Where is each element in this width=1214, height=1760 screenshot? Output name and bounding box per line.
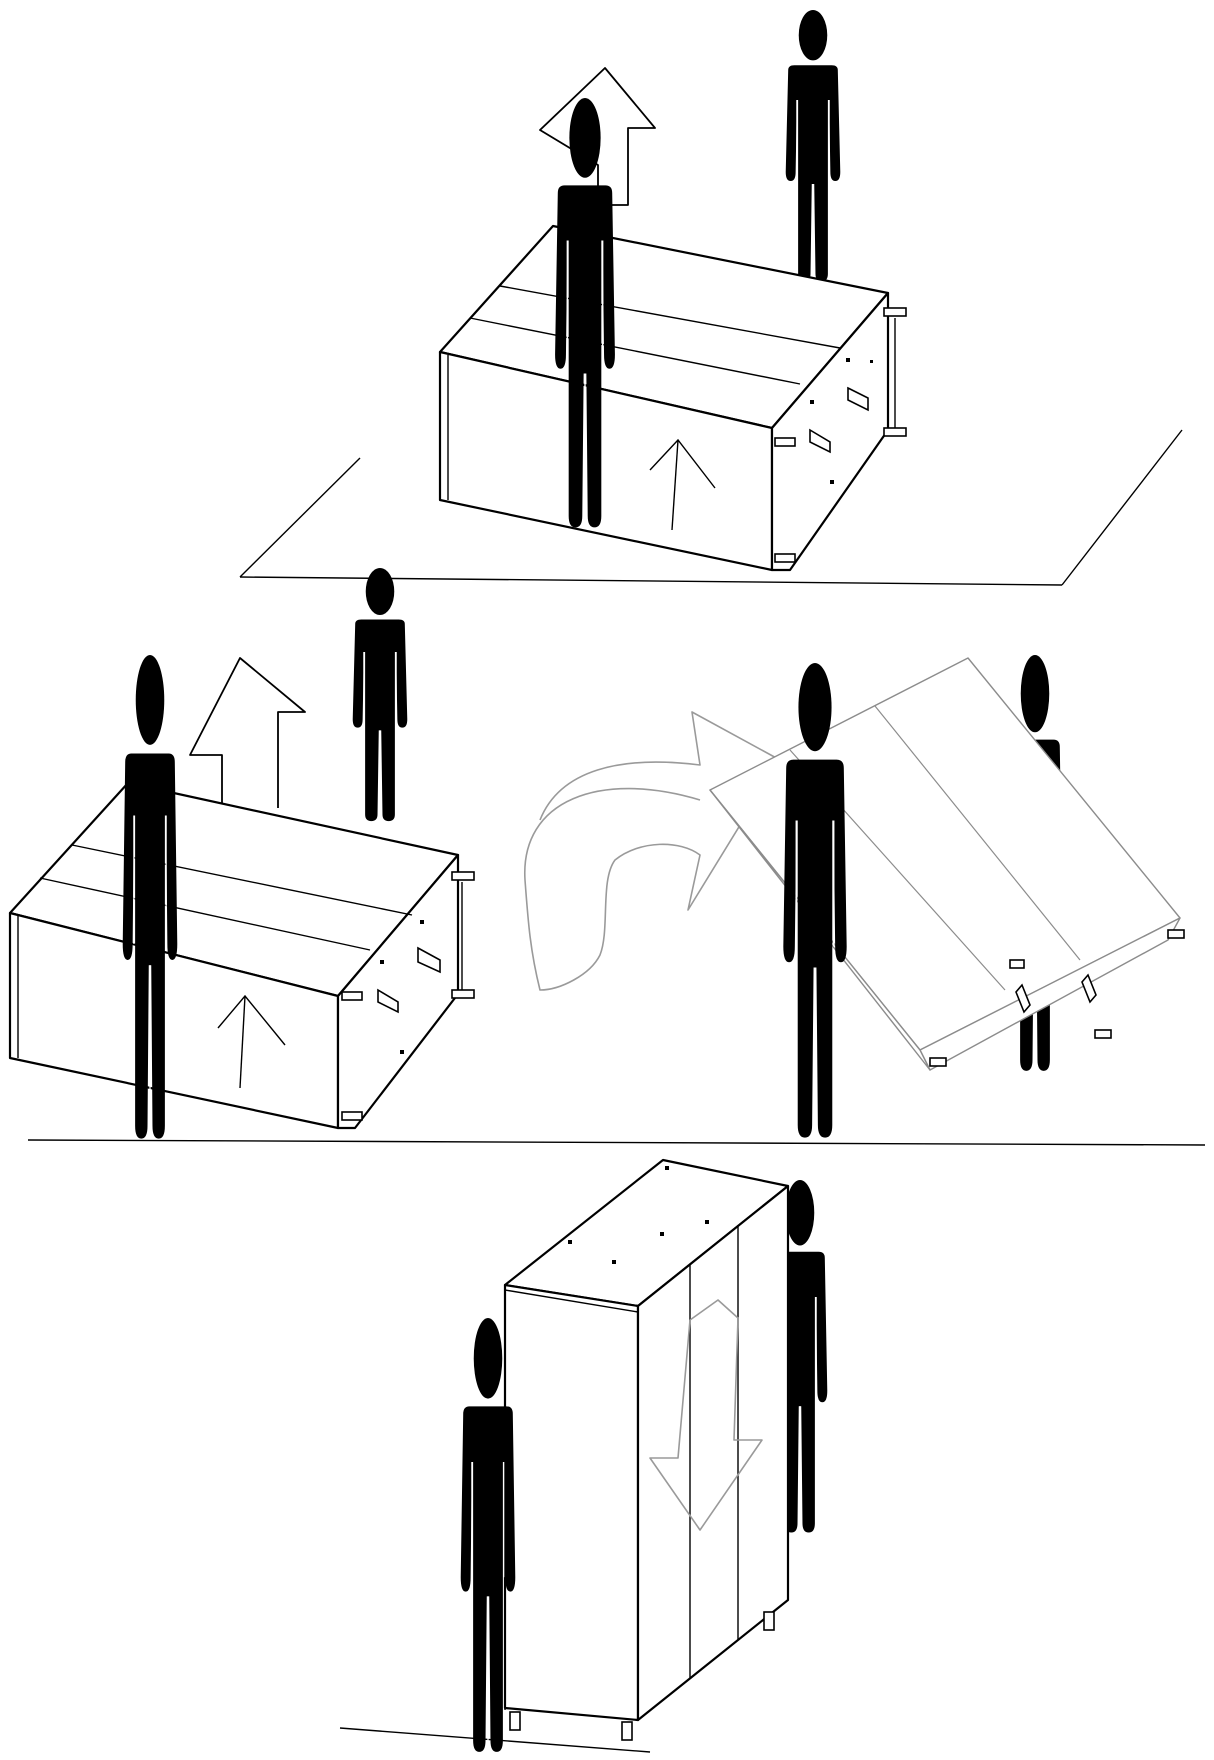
step-2a-carry (8, 567, 1206, 1146)
floor-line (27, 1139, 1206, 1146)
cabinet-tilting (709, 657, 1185, 1071)
lift-up-arrow (189, 657, 306, 870)
rotate-arrow (524, 711, 781, 991)
step-3-upright (339, 1158, 829, 1753)
cabinet-lying (8, 781, 475, 1130)
cabinet-lying (438, 224, 907, 572)
step-1-lift (239, 9, 1183, 586)
cabinet-upright (503, 1158, 790, 1741)
person-back (352, 567, 408, 822)
person-back (785, 9, 841, 282)
step-2b-rotate (524, 654, 1185, 1139)
